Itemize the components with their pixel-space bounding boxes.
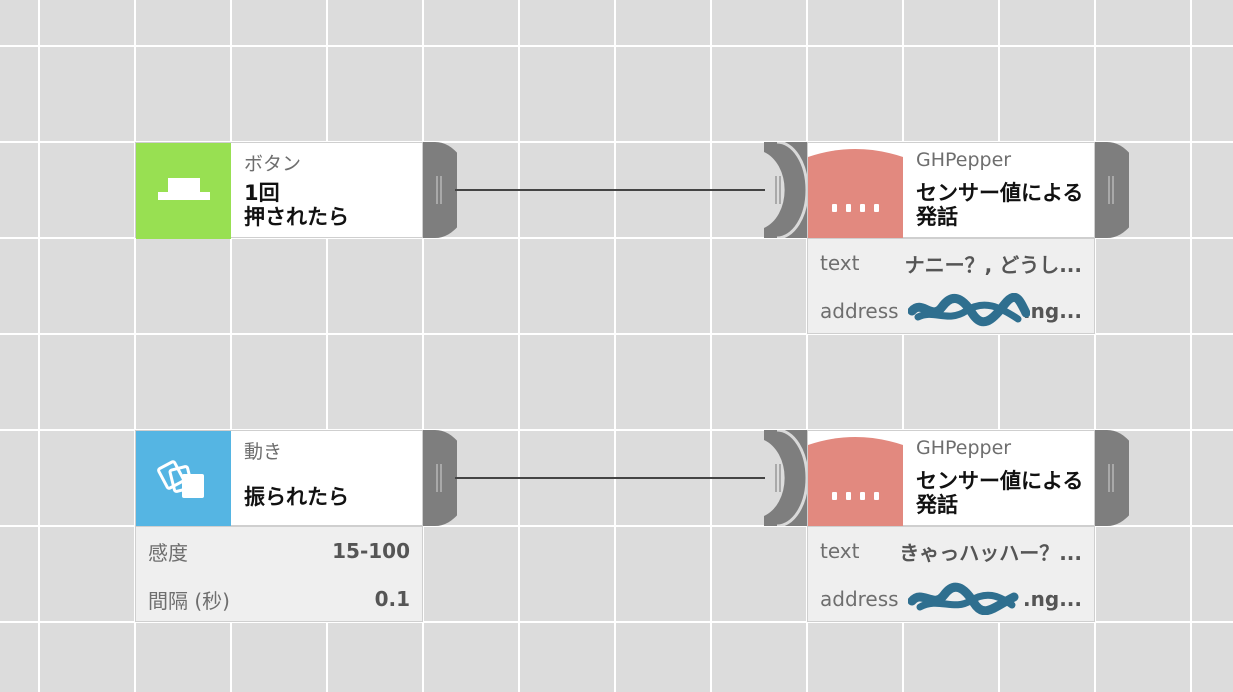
node-category: ボタン xyxy=(244,153,302,175)
connection-link-button-to-pepper[interactable] xyxy=(455,189,765,191)
param-label: address xyxy=(820,587,899,611)
push-button-icon xyxy=(157,178,210,200)
param-row-interval[interactable]: 間隔 (秒) 0.1 xyxy=(136,575,422,623)
param-row-text[interactable]: text きゃっハッハー？... xyxy=(808,527,1094,575)
node-icon-tile xyxy=(136,431,231,527)
param-value: きゃっハッハー？... xyxy=(899,540,1082,565)
param-row-address[interactable]: address .ng... xyxy=(808,287,1094,335)
redaction-scribble xyxy=(908,293,1030,327)
output-port[interactable] xyxy=(1095,430,1129,526)
node-category: GHPepper xyxy=(916,149,1012,171)
pepper-head-icon xyxy=(808,149,903,239)
node-category: 動き xyxy=(244,441,283,463)
pepper-head-icon xyxy=(808,437,903,527)
node-title: センサー値による発話 xyxy=(916,181,1084,229)
redaction-scribble xyxy=(908,582,1019,615)
output-port[interactable] xyxy=(423,430,457,526)
param-row-address[interactable]: address .ng... xyxy=(808,575,1094,623)
node-header[interactable]: ボタン 1回 押されたら xyxy=(135,142,423,239)
param-label: 感度 xyxy=(148,540,188,565)
node-header[interactable]: GHPepper センサー値による発話 xyxy=(807,430,1095,527)
param-label: 間隔 (秒) xyxy=(148,588,230,613)
param-label: text xyxy=(820,539,860,563)
node-header[interactable]: 動き 振られたら xyxy=(135,430,423,527)
param-row-text[interactable]: text ナニー？, どうし... xyxy=(808,239,1094,287)
param-label: address xyxy=(820,299,899,323)
node-title: 振られたら xyxy=(244,485,349,509)
param-value: .ng... xyxy=(1023,299,1082,323)
node-header[interactable]: GHPepper センサー値による発話 xyxy=(807,142,1095,239)
input-port[interactable] xyxy=(764,430,808,526)
node-title: センサー値による発話 xyxy=(916,469,1084,517)
output-port[interactable] xyxy=(1095,142,1129,238)
node-params[interactable]: 感度 15-100 間隔 (秒) 0.1 xyxy=(135,526,423,622)
param-value: ナニー？, どうし... xyxy=(904,252,1082,277)
node-category: GHPepper xyxy=(916,437,1012,459)
input-port[interactable] xyxy=(764,142,808,238)
connection-link-motion-to-pepper[interactable] xyxy=(455,477,765,479)
param-label: text xyxy=(820,251,860,275)
shake-cards-icon xyxy=(156,460,204,498)
param-value: 15-100 xyxy=(332,539,410,563)
node-icon-tile xyxy=(808,143,903,239)
node-icon-tile xyxy=(136,143,231,239)
param-value: 0.1 xyxy=(374,587,410,611)
param-row-sensitivity[interactable]: 感度 15-100 xyxy=(136,527,422,575)
node-title: 1回 押されたら xyxy=(244,181,349,229)
param-value: .ng... xyxy=(1023,587,1082,611)
output-port[interactable] xyxy=(423,142,457,238)
node-params[interactable]: text きゃっハッハー？... address .ng... xyxy=(807,526,1095,622)
node-params[interactable]: text ナニー？, どうし... address .ng... xyxy=(807,238,1095,334)
node-icon-tile xyxy=(808,431,903,527)
